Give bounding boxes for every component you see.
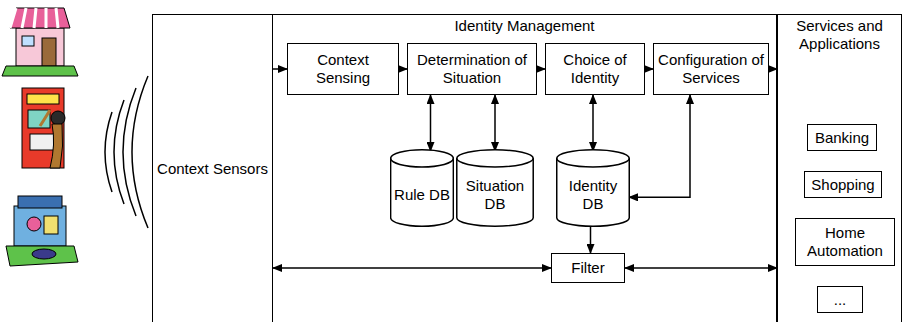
connector-arrow — [430, 95, 432, 151]
connector-arrow — [537, 68, 545, 70]
node-label: Configuration of Services — [654, 51, 768, 87]
node-label: Banking — [811, 129, 873, 147]
connector-arrow — [645, 68, 653, 70]
node-label: ... — [830, 291, 851, 309]
connector-arrow — [769, 68, 777, 70]
connector-arrow — [494, 95, 496, 151]
node-label: Rule DB — [390, 186, 454, 204]
services-panel: Services and ApplicationsBankingShopping… — [777, 14, 902, 322]
connector-arrow — [629, 95, 690, 197]
database-cylinder: Rule DB — [390, 149, 454, 227]
node-label: Determination of Situation — [408, 51, 536, 87]
atm-icon — [22, 88, 65, 168]
panel-title: Services and Applications — [782, 17, 897, 53]
node-label: Filter — [567, 259, 608, 277]
panel-title: Context Sensors — [157, 160, 268, 178]
connector-arrow — [625, 267, 777, 269]
node-label: Choice of Identity — [546, 51, 644, 87]
connector-arrow — [273, 267, 551, 269]
node-label: Situation DB — [456, 177, 534, 213]
filter-box: Filter — [551, 253, 625, 283]
process-box: Context Sensing — [287, 43, 399, 95]
process-box: Determination of Situation — [407, 43, 537, 95]
sensor-panel: Context Sensors — [152, 14, 273, 322]
node-label: Shopping — [807, 176, 878, 194]
identity-panel: Identity ManagementContext Sensing Determ… — [272, 14, 777, 322]
signal-waves — [105, 76, 148, 228]
connector-arrow — [399, 68, 407, 70]
service-box: ... — [817, 286, 863, 313]
node-label: Home Automation — [796, 224, 894, 260]
market-icon — [6, 196, 78, 266]
connector-arrow — [273, 68, 287, 70]
node-label: Identity DB — [556, 177, 630, 213]
context-illustration — [0, 0, 160, 322]
process-box: Choice of Identity — [545, 43, 645, 95]
database-cylinder: Identity DB — [556, 149, 630, 227]
connector-arrow — [590, 227, 592, 253]
database-cylinder: Situation DB — [456, 149, 534, 227]
node-label: Context Sensing — [288, 51, 398, 87]
shop-icon — [2, 8, 78, 76]
service-box: Shopping — [804, 171, 881, 198]
panel-title: Identity Management — [277, 17, 772, 35]
service-box: Banking — [807, 124, 877, 151]
connector-arrow — [592, 95, 594, 151]
process-box: Configuration of Services — [653, 43, 769, 95]
service-box: Home Automation — [795, 218, 895, 266]
